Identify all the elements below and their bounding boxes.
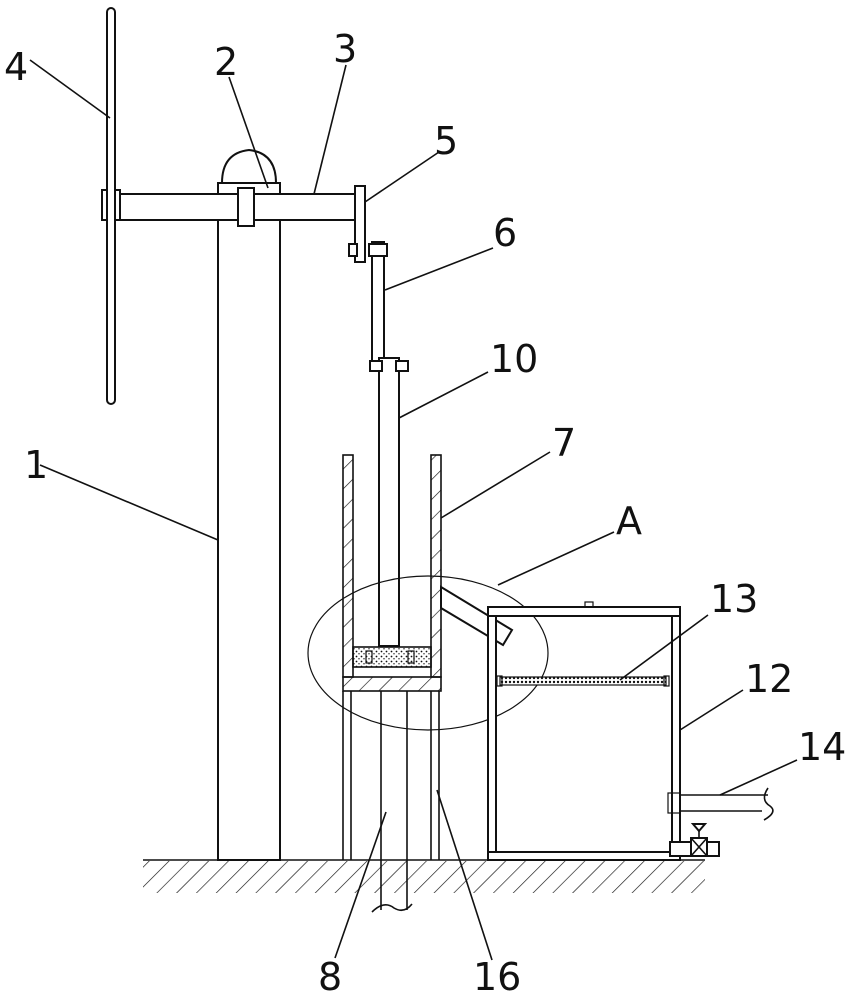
label-a: A xyxy=(616,499,642,543)
filter-mesh xyxy=(496,675,670,687)
label-8: 8 xyxy=(318,955,342,999)
support-legs xyxy=(342,691,440,860)
label-7: 7 xyxy=(552,421,576,465)
label-12: 12 xyxy=(745,657,793,701)
label-2: 2 xyxy=(214,40,238,84)
label-13: 13 xyxy=(710,577,758,621)
rotor-shaft xyxy=(101,187,357,227)
label-3: 3 xyxy=(333,27,357,71)
tower-post xyxy=(217,148,281,861)
crank-disk xyxy=(348,185,366,263)
outlet-pipe xyxy=(667,787,774,821)
suction-pipe xyxy=(371,691,413,913)
label-5: 5 xyxy=(434,119,458,163)
label-10: 10 xyxy=(490,337,538,381)
label-1: 1 xyxy=(24,443,48,487)
label-4: 4 xyxy=(4,45,28,89)
label-14: 14 xyxy=(798,725,846,769)
detail-circle-a xyxy=(307,575,549,731)
connecting-rod xyxy=(368,241,388,369)
drain-valve xyxy=(669,823,720,857)
wind-blade xyxy=(106,7,116,405)
water-tank xyxy=(487,601,681,861)
piston-rod xyxy=(369,357,409,647)
label-6: 6 xyxy=(493,211,517,255)
part-labels: 1 2 3 4 5 6 10 7 A 13 12 14 8 16 xyxy=(4,27,846,999)
ground xyxy=(143,859,705,893)
leader-lines xyxy=(29,59,798,961)
label-16: 16 xyxy=(473,955,521,999)
